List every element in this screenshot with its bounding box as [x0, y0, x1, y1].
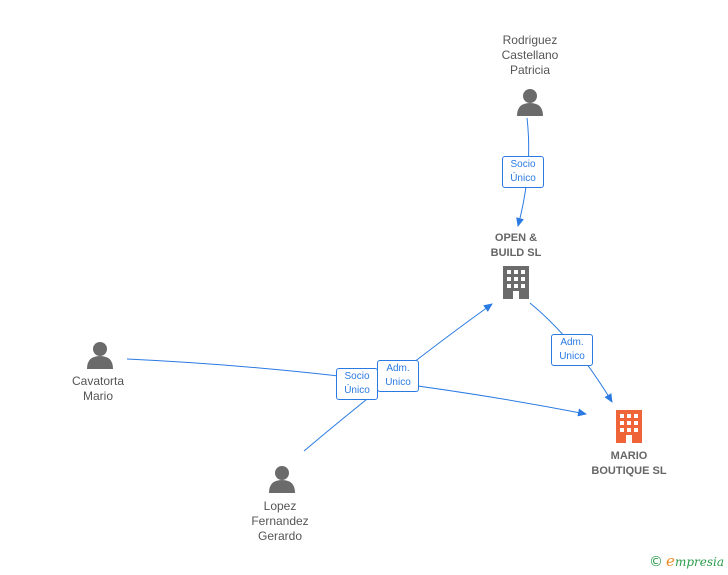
copyright-icon: ©	[649, 554, 664, 570]
node-label-lopez[interactable]: Lopez Fernandez Gerardo	[251, 499, 309, 543]
person-icon[interactable]	[269, 466, 295, 493]
building-icon-highlighted[interactable]	[616, 410, 642, 443]
node-label-cavatorta[interactable]: Cavatorta Mario	[71, 374, 125, 403]
brand-logo: ©empresia	[649, 552, 724, 570]
building-icon[interactable]	[503, 266, 529, 299]
brand-initial: e	[666, 552, 675, 570]
edge-label-lopez-open-build: Adm. Unico	[377, 360, 419, 392]
node-label-rodriguez[interactable]: Rodriguez Castellano Patricia	[501, 33, 559, 77]
edge-label-open-build-mario-boutique: Adm. Unico	[551, 334, 593, 366]
person-icon[interactable]	[517, 89, 543, 116]
edge-label-rodriguez-open-build: Socio Único	[502, 156, 544, 188]
node-label-open-build[interactable]: OPEN & BUILD SL	[490, 232, 542, 259]
brand-name: mpresia	[674, 555, 724, 569]
edge-label-cavatorta-mario-boutique: Socio Único	[336, 368, 378, 400]
node-label-mario-boutique[interactable]: MARIO BOUTIQUE SL	[591, 450, 667, 477]
person-icon[interactable]	[87, 342, 113, 369]
